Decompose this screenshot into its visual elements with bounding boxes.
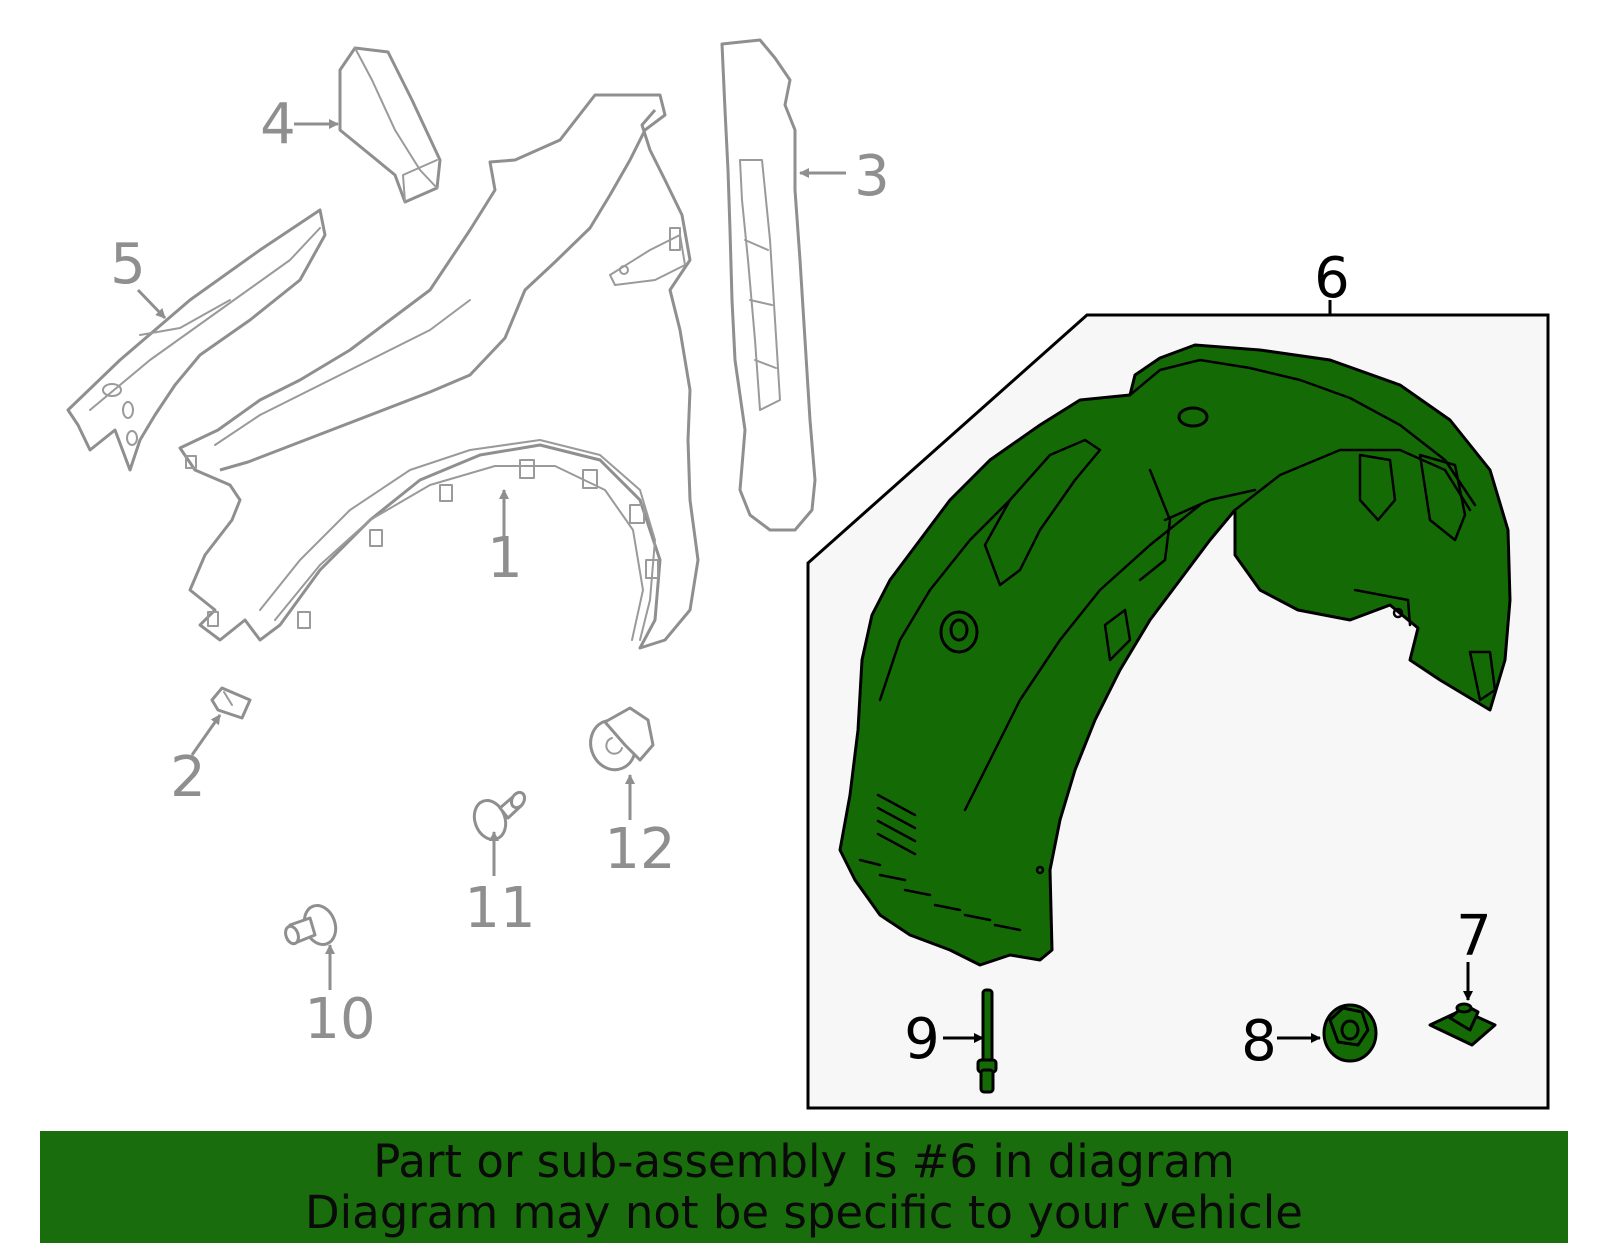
grommet-part-12 [589,706,655,772]
stud-part-9 [976,988,998,1094]
callout-5: 5 [110,232,146,297]
banner-line-2: Diagram may not be specific to your vehi… [305,1186,1303,1239]
fender-part-1 [178,93,700,650]
pin-part-10 [284,904,338,946]
wheel-liner-part-6 [838,343,1512,967]
pin-part-11 [472,790,527,841]
bracket-part-5 [66,208,327,472]
callout-6: 6 [1314,246,1350,311]
callout-8: 8 [1241,1009,1277,1074]
leader-arrows [136,119,1473,1043]
callout-1: 1 [487,526,523,591]
clip-part-2 [210,686,252,720]
callout-3: 3 [854,144,890,209]
callout-9: 9 [904,1007,940,1072]
callout-12: 12 [604,817,675,882]
clip-nut-part-7 [1428,1002,1497,1047]
callout-10: 10 [304,987,375,1052]
callout-4: 4 [260,92,296,157]
seal-part-3 [720,38,817,532]
block-part-4 [338,46,442,204]
flange-nut-part-8 [1322,1003,1378,1063]
callout-7: 7 [1456,904,1492,969]
info-banner: Part or sub-assembly is #6 in diagram Di… [40,1131,1568,1243]
callout-11: 11 [464,876,535,941]
callout-2: 2 [170,745,206,810]
banner-line-1: Part or sub-assembly is #6 in diagram [373,1135,1235,1188]
